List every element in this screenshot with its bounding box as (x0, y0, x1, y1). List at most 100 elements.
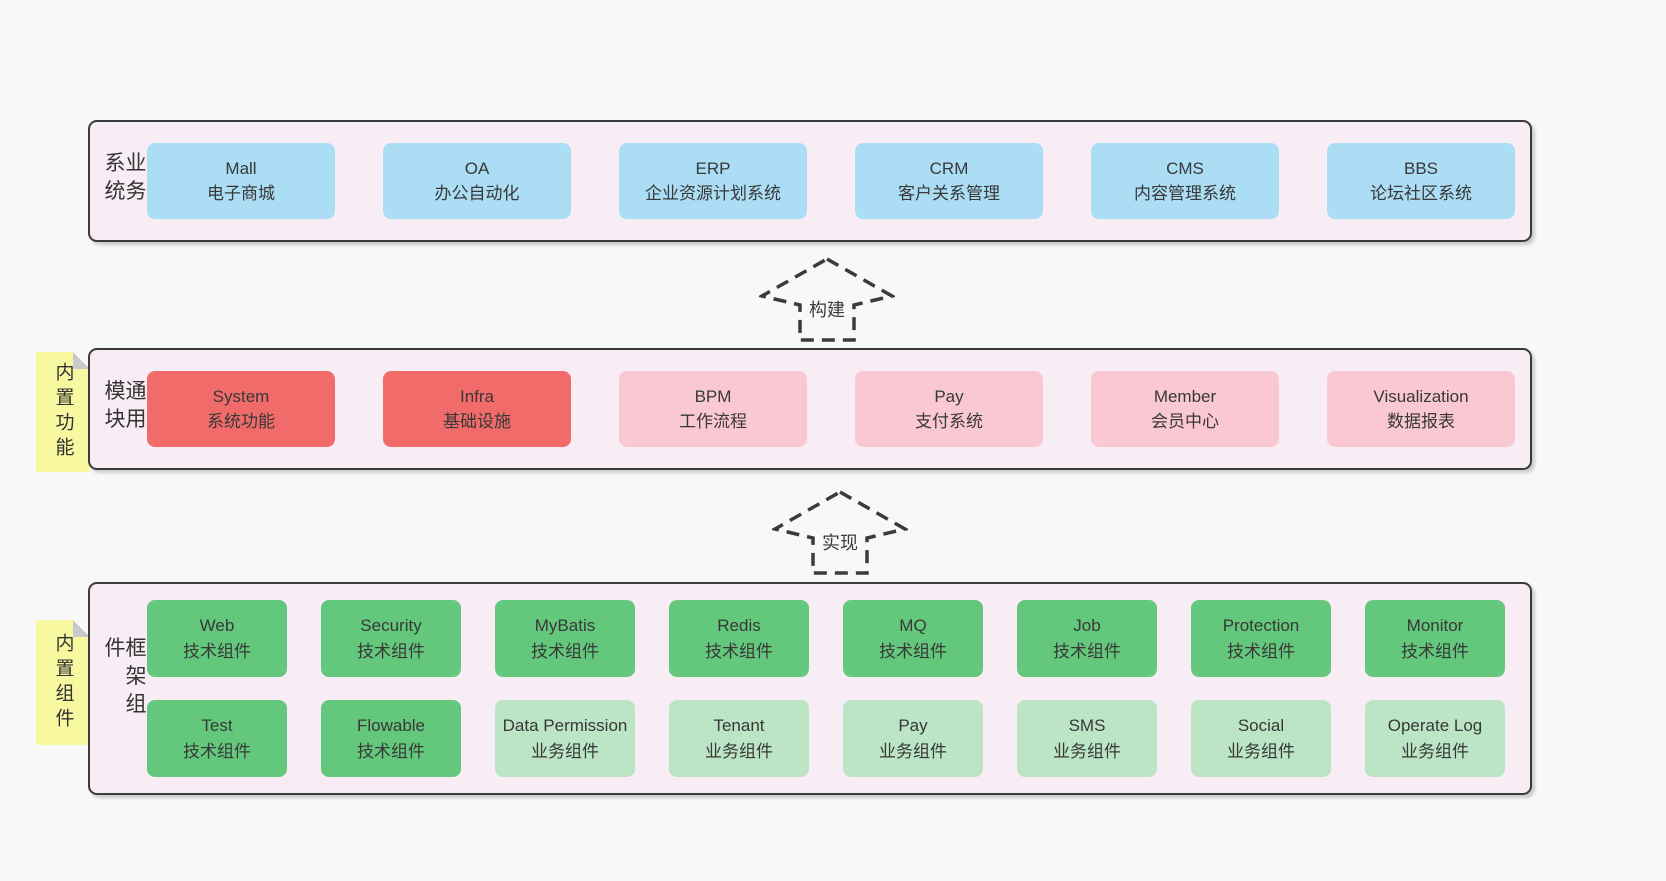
box-zh-label: 技术组件 (879, 641, 947, 661)
box-mq: MQ 技术组件 (843, 600, 983, 677)
box-zh-label: 技术组件 (531, 641, 599, 661)
box-en-label: Protection (1222, 616, 1300, 635)
box-en-label: Operate Log (1387, 716, 1483, 735)
box-zh-label: 业务组件 (705, 741, 773, 761)
box-monitor: Monitor 技术组件 (1365, 600, 1505, 677)
box-zh-label: 基础设施 (443, 412, 511, 431)
box-bpm: BPM 工作流程 (619, 371, 807, 447)
box-protection: Protection 技术组件 (1191, 600, 1331, 677)
box-zh-label: 技术组件 (1401, 641, 1469, 661)
box-zh-label: 业务组件 (531, 741, 599, 761)
sticky-note-builtin-features: 内置功能 (36, 352, 90, 472)
box-zh-label: 技术组件 (357, 741, 425, 761)
box-en-label: MyBatis (534, 616, 596, 635)
box-data-permission: Data Permission 业务组件 (495, 700, 635, 777)
box-zh-label: 业务组件 (1401, 741, 1469, 761)
box-zh-label: 办公自动化 (434, 184, 520, 203)
arrow-build: 构建 (759, 256, 895, 344)
box-zh-label: 技术组件 (183, 741, 251, 761)
box-en-label: CRM (929, 158, 969, 178)
up-arrow-icon (772, 489, 908, 575)
module-layer: 内置功能 通用模块 System 系统功能 Infra 基础设施 BPM 工作流… (0, 348, 1666, 470)
box-mybatis: MyBatis 技术组件 (495, 600, 635, 677)
module-layer-label: 通用模块 (102, 379, 146, 436)
box-en-label: OA (464, 158, 490, 178)
box-cms: CMS 内容管理系统 (1091, 143, 1279, 219)
box-member: Member 会员中心 (1091, 371, 1279, 447)
box-zh-label: 技术组件 (1053, 641, 1121, 661)
box-zh-label: 系统功能 (207, 412, 275, 431)
box-zh-label: 论坛社区系统 (1370, 184, 1472, 203)
box-en-label: BBS (1403, 158, 1439, 178)
box-test: Test 技术组件 (147, 700, 287, 777)
box-zh-label: 业务组件 (1227, 741, 1295, 761)
framework-layer-label: 框架组件 (102, 636, 146, 721)
sticky-label: 内置组件 (52, 632, 74, 733)
framework-layer: 内置组件 框架组件 Web 技术组件 Security 技术组件 MyBatis… (0, 582, 1666, 795)
box-en-label: System (212, 386, 270, 406)
framework-container: 框架组件 Web 技术组件 Security 技术组件 MyBatis 技术组件… (88, 582, 1532, 795)
box-infra: Infra 基础设施 (383, 371, 571, 447)
box-zh-label: 工作流程 (679, 412, 747, 431)
box-sms: SMS 业务组件 (1017, 700, 1157, 777)
box-crm: CRM 客户关系管理 (855, 143, 1043, 219)
box-pay-system: Pay 支付系统 (855, 371, 1043, 447)
box-zh-label: 客户关系管理 (898, 184, 1000, 203)
box-zh-label: 企业资源计划系统 (645, 184, 781, 203)
box-en-label: Tenant (713, 716, 765, 735)
box-tenant: Tenant 业务组件 (669, 700, 809, 777)
box-social: Social 业务组件 (1191, 700, 1331, 777)
box-zh-label: 业务组件 (1053, 741, 1121, 761)
box-erp: ERP 企业资源计划系统 (619, 143, 807, 219)
box-en-label: Visualization (1373, 386, 1469, 406)
box-en-label: BPM (694, 386, 732, 406)
box-en-label: Test (201, 716, 233, 735)
arrow-build-label: 构建 (806, 296, 848, 322)
box-en-label: Pay (898, 716, 928, 735)
business-layer: 业务系统 Mall 电子商城 OA 办公自动化 ERP 企业资源计划系统 CRM… (0, 120, 1666, 242)
arrow-implement: 实现 (772, 489, 908, 577)
box-oa: OA 办公自动化 (383, 143, 571, 219)
module-container: 通用模块 System 系统功能 Infra 基础设施 BPM 工作流程 Pay… (88, 348, 1532, 470)
framework-row-2: Test 技术组件 Flowable 技术组件 Data Permission … (147, 700, 1505, 777)
box-job: Job 技术组件 (1017, 600, 1157, 677)
box-zh-label: 技术组件 (183, 641, 251, 661)
box-zh-label: 技术组件 (705, 641, 773, 661)
box-zh-label: 业务组件 (879, 741, 947, 761)
box-en-label: Job (1073, 616, 1101, 635)
box-en-label: Data Permission (502, 716, 628, 735)
box-pay-component: Pay 业务组件 (843, 700, 983, 777)
box-en-label: Mall (225, 158, 257, 178)
business-layer-label: 业务系统 (102, 151, 146, 208)
box-en-label: MQ (899, 616, 927, 635)
box-bbs: BBS 论坛社区系统 (1327, 143, 1515, 219)
box-en-label: SMS (1068, 716, 1106, 735)
framework-row-1: Web 技术组件 Security 技术组件 MyBatis 技术组件 Redi… (147, 600, 1505, 677)
sticky-label: 内置功能 (52, 362, 74, 462)
box-zh-label: 技术组件 (1227, 641, 1295, 661)
box-security: Security 技术组件 (321, 600, 461, 677)
box-operate-log: Operate Log 业务组件 (1365, 700, 1505, 777)
box-en-label: Flowable (356, 716, 426, 735)
box-zh-label: 会员中心 (1151, 412, 1219, 431)
box-zh-label: 内容管理系统 (1134, 184, 1236, 203)
box-zh-label: 数据报表 (1387, 412, 1455, 431)
box-en-label: Member (1153, 386, 1217, 406)
box-en-label: Social (1237, 716, 1285, 735)
box-flowable: Flowable 技术组件 (321, 700, 461, 777)
sticky-note-builtin-components: 内置组件 (36, 620, 90, 745)
up-arrow-icon (759, 256, 895, 342)
business-container: 业务系统 Mall 电子商城 OA 办公自动化 ERP 企业资源计划系统 CRM… (88, 120, 1532, 242)
box-en-label: ERP (695, 158, 731, 178)
box-zh-label: 支付系统 (915, 412, 983, 431)
box-en-label: Pay (934, 386, 964, 406)
box-visualization: Visualization 数据报表 (1327, 371, 1515, 447)
box-en-label: Infra (459, 386, 495, 406)
box-redis: Redis 技术组件 (669, 600, 809, 677)
box-zh-label: 电子商城 (207, 184, 275, 203)
box-en-label: Monitor (1406, 616, 1464, 635)
box-en-label: Redis (717, 616, 761, 635)
box-system: System 系统功能 (147, 371, 335, 447)
box-zh-label: 技术组件 (357, 641, 425, 661)
